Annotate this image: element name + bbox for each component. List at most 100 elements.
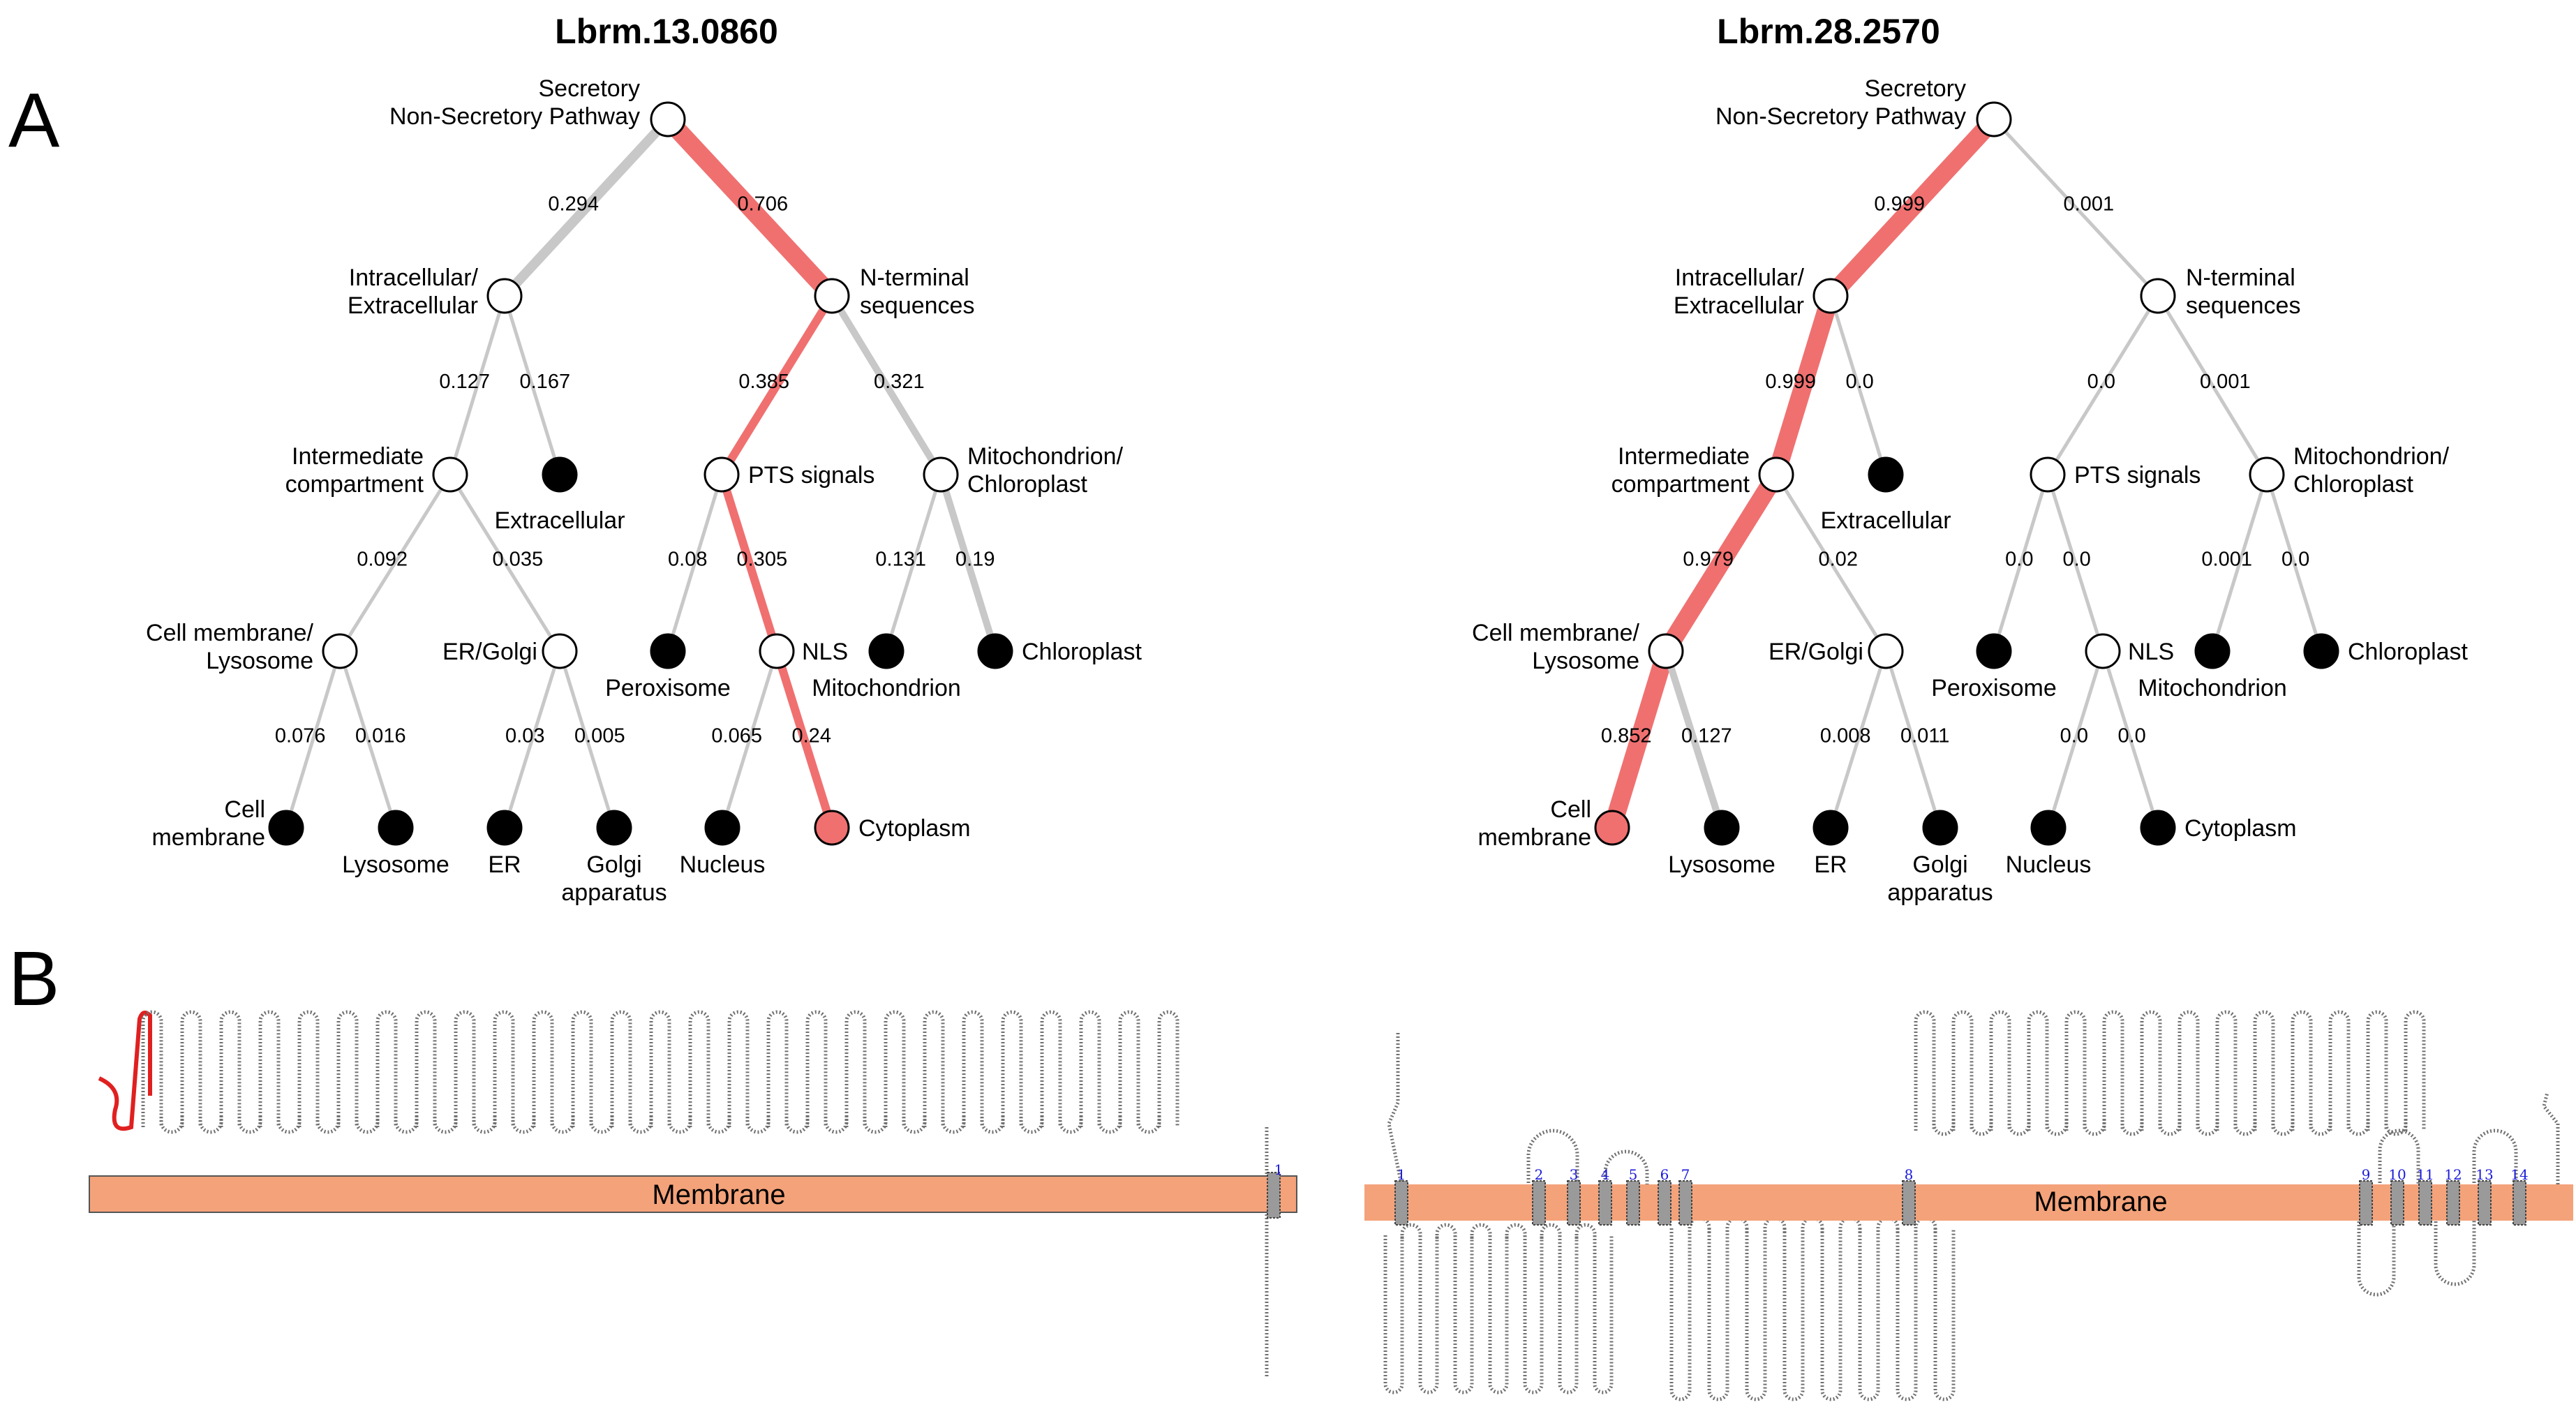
node-label-lyso: Lysosome (1668, 851, 1775, 878)
transmembrane-helix (2390, 1180, 2404, 1226)
tree-edge-nls-nucleus (2046, 649, 2105, 830)
node-nls (2085, 633, 2121, 669)
loop-hairpin (394, 1117, 419, 1134)
probability-label: 0.03 (505, 725, 544, 747)
helix-number: 3 (1570, 1166, 1579, 1183)
loop-hairpin (941, 1117, 966, 1134)
loop-hairpin (1097, 1117, 1122, 1134)
node-intra (486, 278, 523, 314)
helix-number: 9 (2362, 1166, 2371, 1183)
membrane-band (89, 1175, 1297, 1213)
node-label-perox: Peroxisome (1931, 675, 2057, 701)
transmembrane-helix (1658, 1180, 1672, 1226)
probability-label: 0.011 (1900, 725, 1949, 747)
node-cyto (814, 810, 850, 846)
loop-hairpin (2357, 1218, 2396, 1297)
node-label-chloro: Chloroplast (2348, 639, 2469, 665)
tree-edge-root-nterm (1992, 117, 2160, 298)
loop-hairpin (1725, 1216, 1749, 1232)
tree-edge-nterm-mito (828, 292, 944, 478)
loop-hairpin (706, 1117, 731, 1134)
helix-number: 1 (1397, 1166, 1406, 1183)
loop-hairpin (1763, 1216, 1787, 1232)
node-label-mito: Chloroplast (967, 471, 1088, 498)
node-label-cyto: Cytoplasm (2184, 815, 2297, 842)
node-pts (703, 456, 740, 493)
loop-hairpin (1838, 1216, 1862, 1232)
node-mito (923, 456, 959, 493)
probability-label: 0.001 (2064, 193, 2115, 216)
tree-edge-pts-nls (717, 470, 781, 655)
probability-label: 0.852 (1601, 725, 1652, 747)
node-label-golgi: apparatus (561, 879, 667, 906)
node-label-intra: Extracellular (348, 292, 478, 319)
transmembrane-helix (2478, 1180, 2492, 1226)
tree-edge-pts-perox (666, 472, 724, 653)
loop-hairpin (1418, 1235, 1439, 1394)
node-mitoc (2194, 633, 2231, 669)
node-label-erg: ER/Golgi (1769, 639, 1863, 665)
loop-hairpin (1523, 1235, 1544, 1394)
probability-label: 0.0 (2063, 549, 2091, 571)
helix-number: 4 (1601, 1166, 1610, 1183)
topology-left: Membrane 1 (89, 1010, 1297, 1378)
probability-label: 0.385 (738, 371, 789, 393)
node-label-inter: Intermediate (292, 443, 424, 470)
loop-hairpin (824, 1117, 849, 1134)
node-label-root: Non-Secretory Pathway (389, 103, 640, 130)
helix-number: 7 (1681, 1166, 1690, 1183)
loop-hairpin (1914, 1216, 1937, 1232)
loop-hairpin (159, 1117, 184, 1134)
tree-edge-intra-extra (1829, 294, 1888, 477)
loop-hairpin (1688, 1216, 1711, 1232)
tree-edge-intra-inter (448, 294, 507, 477)
node-nterm (814, 278, 850, 314)
helix-number: 1 (1274, 1161, 1283, 1178)
tree-edge-nterm-pts (717, 292, 836, 479)
probability-label: 0.999 (1874, 193, 1925, 216)
tree-edge-erg-er (502, 649, 562, 830)
node-label-intra: Extracellular (1674, 292, 1804, 319)
probability-label: 0.0 (2060, 725, 2088, 747)
topology-loops (1383, 1010, 2560, 1401)
tree-edge-nls-nucleus (720, 649, 779, 830)
loop-hairpin (2434, 1218, 2476, 1286)
probability-label: 0.001 (2201, 549, 2252, 571)
loop-hairpin (1801, 1216, 1824, 1232)
transmembrane-helices (1267, 1172, 1281, 1219)
node-label-golgi: apparatus (1887, 879, 1993, 906)
node-label-pts: PTS signals (2074, 462, 2201, 489)
loop-hairpin (628, 1117, 653, 1134)
node-cellm (268, 810, 304, 846)
tree-title: Lbrm.28.2570 (1717, 12, 1940, 51)
transmembrane-helix (2512, 1180, 2526, 1226)
node-lyso (1704, 810, 1740, 846)
tree-edge-erg-er (1829, 649, 1888, 830)
loop-hairpin (902, 1117, 927, 1134)
node-nls (759, 633, 795, 669)
node-label-er: ER (1814, 851, 1847, 878)
loop-hairpin (511, 1117, 536, 1134)
node-erg (1868, 633, 1904, 669)
transmembrane-helix (1567, 1180, 1581, 1226)
probability-label: 0.0 (2087, 371, 2115, 393)
probability-label: 0.016 (355, 725, 406, 747)
node-cml (322, 633, 358, 669)
loop-hairpin (784, 1117, 810, 1134)
node-perox (1976, 633, 2012, 669)
probability-label: 0.0 (1846, 371, 1874, 393)
node-golgi (1922, 810, 1958, 846)
probability-label: 0.131 (875, 549, 926, 571)
tree-edge-inter-erg (1774, 472, 1888, 653)
probability-label: 0.321 (874, 371, 925, 393)
tree-edge-mito-mitoc (2210, 472, 2269, 653)
node-lyso (378, 810, 414, 846)
tree-edge-mito-chloro (937, 471, 999, 655)
node-inter (432, 456, 468, 493)
node-label-cml: Lysosome (1532, 648, 1639, 674)
tree-edge-intra-extra (502, 294, 562, 477)
node-nucleus (2030, 810, 2067, 846)
